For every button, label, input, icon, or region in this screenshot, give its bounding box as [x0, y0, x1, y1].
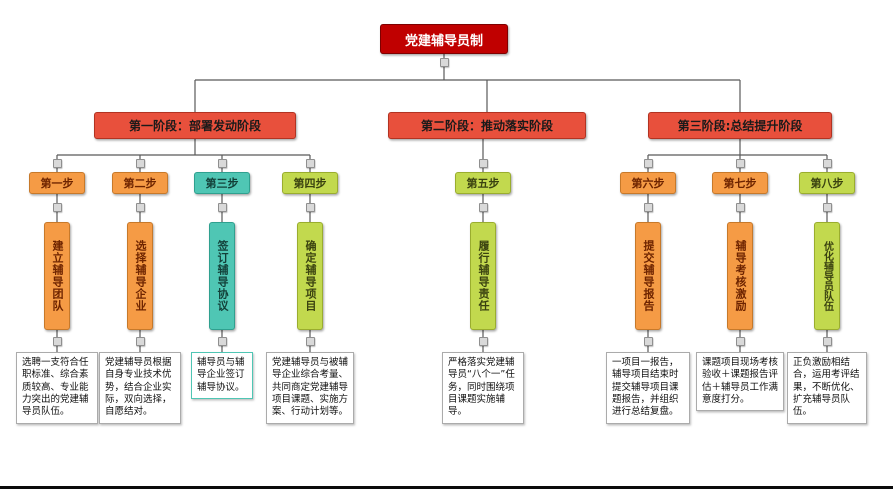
- step-description-4: 党建辅导员与被辅导企业综合考量、共同商定党建辅导项目课题、实施方案、行动计划等。: [266, 352, 354, 424]
- connector-node: [440, 58, 449, 67]
- phase-node-3: 第三阶段:总结提升阶段: [648, 112, 832, 139]
- step-node-6: 第六步: [620, 172, 676, 194]
- phase-node-2: 第二阶段：推动落实阶段: [388, 112, 586, 139]
- step-vertical-node-4: 确定辅导项目: [297, 222, 323, 330]
- phase-node-1: 第一阶段：部署发动阶段: [94, 112, 296, 139]
- connector-node: [218, 337, 227, 346]
- connector-node: [644, 159, 653, 168]
- step-vertical-node-3: 签订辅导协议: [209, 222, 235, 330]
- connector-node: [136, 337, 145, 346]
- connector-node: [823, 203, 832, 212]
- root-node: 党建辅导员制: [380, 24, 508, 54]
- connector-node: [823, 337, 832, 346]
- connector-node: [136, 159, 145, 168]
- step-description-2: 党建辅导员根据自身专业技术优势，结合企业实际，双向选择，自愿结对。: [99, 352, 181, 424]
- step-description-7: 课题项目现场考核验收＋课题报告评估＋辅导员工作满意度打分。: [696, 352, 784, 412]
- connector-node: [53, 159, 62, 168]
- connector-node: [479, 159, 488, 168]
- step-vertical-node-2: 选择辅导企业: [127, 222, 153, 330]
- connector-node: [644, 337, 653, 346]
- step-description-6: 一项目一报告，辅导项目结束时提交辅导项目课题报告，并组织进行总结复盘。: [606, 352, 690, 424]
- step-description-8: 正负激励相结合，运用考评结果，不断优化、扩充辅导员队伍。: [787, 352, 867, 424]
- connector-node: [218, 159, 227, 168]
- step-description-5: 严格落实党建辅导员“八个一”任务，同时围绕项目课题实施辅导。: [442, 352, 524, 424]
- connector-node: [736, 337, 745, 346]
- step-node-5: 第五步: [455, 172, 511, 194]
- connector-node: [479, 203, 488, 212]
- step-node-1: 第一步: [29, 172, 85, 194]
- connector-node: [736, 203, 745, 212]
- step-node-4: 第四步: [282, 172, 338, 194]
- connector-node: [53, 337, 62, 346]
- connector-node: [823, 159, 832, 168]
- step-node-7: 第七步: [712, 172, 768, 194]
- connector-node: [306, 159, 315, 168]
- bottom-divider-line: [0, 486, 893, 489]
- step-vertical-node-8: 优化辅导员队伍: [814, 222, 840, 330]
- step-description-3: 辅导员与辅导企业签订辅导协议。: [191, 352, 253, 400]
- connector-node: [53, 203, 62, 212]
- step-vertical-node-7: 辅导考核激励: [727, 222, 753, 330]
- connector-node: [644, 203, 653, 212]
- step-vertical-node-1: 建立辅导团队: [44, 222, 70, 330]
- step-node-8: 第八步: [799, 172, 855, 194]
- step-vertical-node-6: 提交辅导报告: [635, 222, 661, 330]
- connector-node: [736, 159, 745, 168]
- connector-node: [218, 203, 227, 212]
- connector-node: [479, 337, 488, 346]
- connector-node: [136, 203, 145, 212]
- connector-node: [306, 337, 315, 346]
- step-node-3: 第三步: [194, 172, 250, 194]
- step-vertical-node-5: 履行辅导责任: [470, 222, 496, 330]
- step-description-1: 选聘一支符合任职标准、综合素质较高、专业能力突出的党建辅导员队伍。: [16, 352, 98, 424]
- connector-node: [306, 203, 315, 212]
- step-node-2: 第二步: [112, 172, 168, 194]
